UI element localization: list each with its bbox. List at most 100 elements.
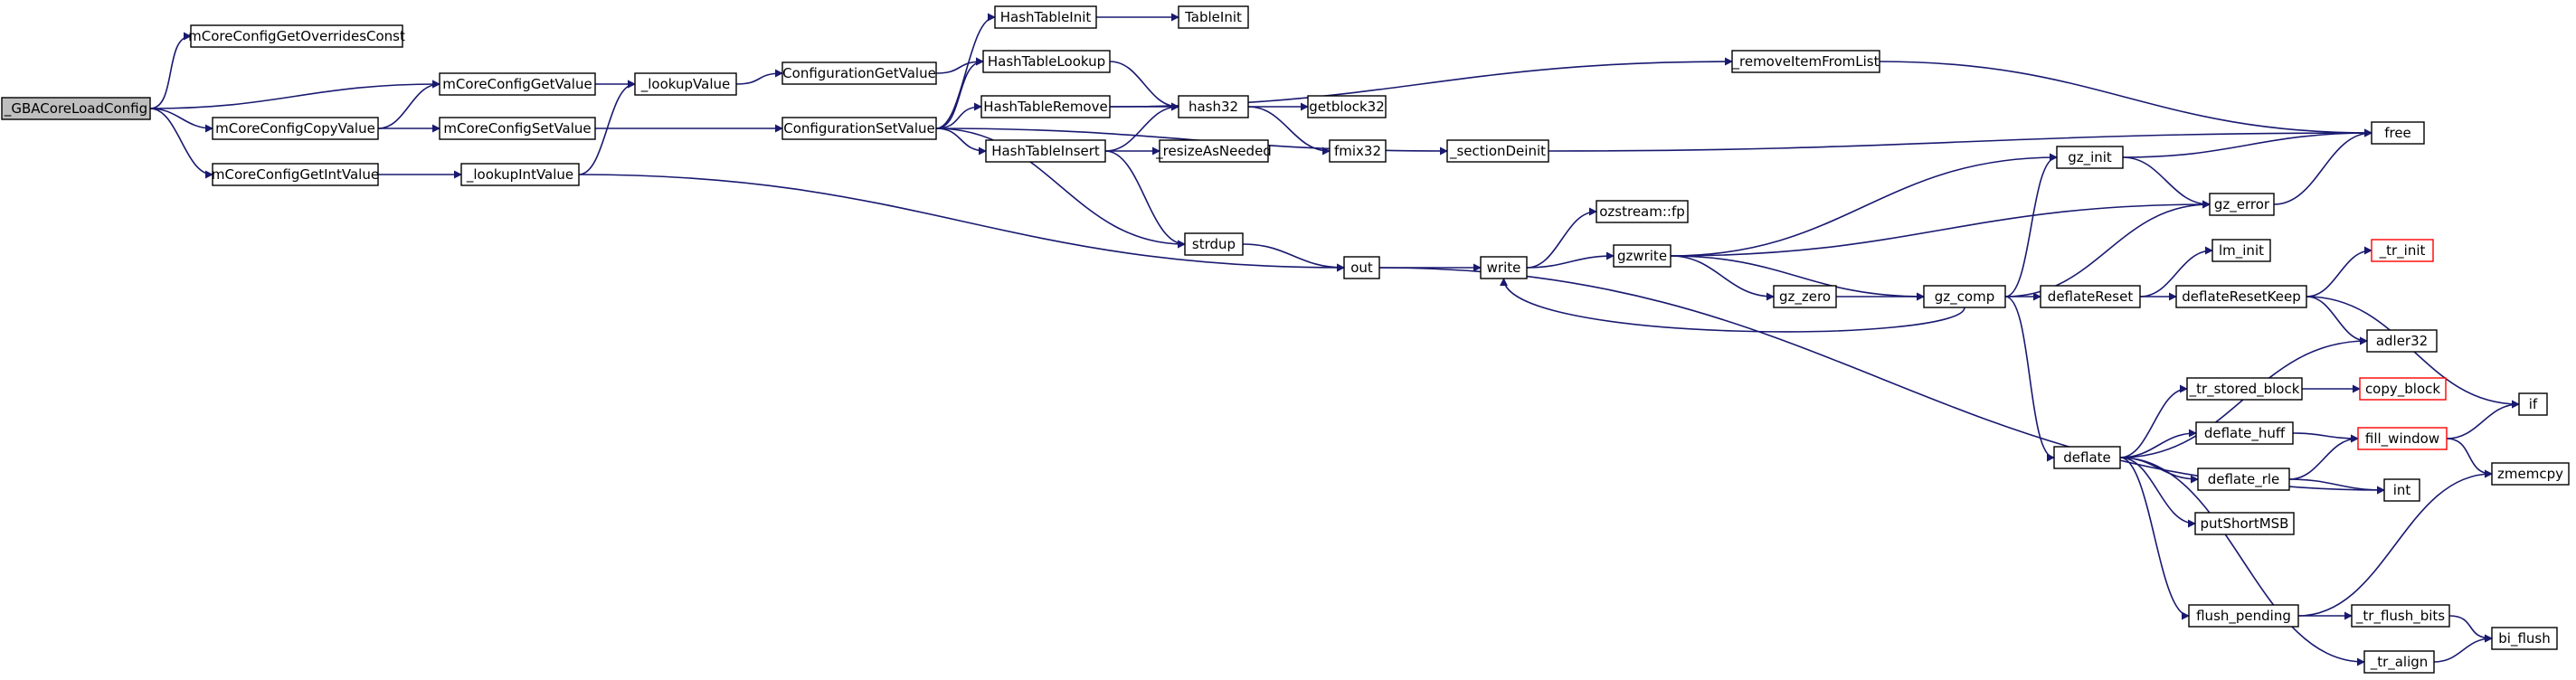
node-overrides[interactable]: mCoreConfigGetOverridesConst bbox=[188, 24, 405, 48]
node-flushpending[interactable]: flush_pending bbox=[2188, 604, 2299, 628]
node-lminit[interactable]: lm_init bbox=[2211, 239, 2271, 262]
node-box bbox=[1596, 200, 1689, 223]
node-box bbox=[985, 139, 1106, 163]
node-fillwindow[interactable]: fill_window bbox=[2357, 427, 2448, 450]
node-deflatereset[interactable]: deflateReset bbox=[2040, 285, 2141, 308]
node-strdup[interactable]: strdup bbox=[1184, 232, 1244, 256]
node-htlookup[interactable]: HashTableLookup bbox=[982, 50, 1111, 73]
node-if[interactable]: if bbox=[2518, 392, 2548, 416]
node-htinsert[interactable]: HashTableInsert bbox=[985, 139, 1106, 163]
node-deflaterle[interactable]: deflate_rle bbox=[2197, 468, 2290, 491]
node-gzcomp[interactable]: gz_comp bbox=[1923, 285, 2006, 308]
node-gzzero[interactable]: gz_zero bbox=[1773, 285, 1837, 308]
node-resize[interactable]: _resizeAsNeeded bbox=[1155, 139, 1272, 163]
node-label: gz_error bbox=[2214, 196, 2270, 213]
node-biflush[interactable]: bi_flush bbox=[2491, 627, 2558, 650]
node-gzwrite[interactable]: gzwrite bbox=[1613, 244, 1672, 268]
node-label: HashTableInsert bbox=[991, 143, 1100, 159]
node-getvalue[interactable]: mCoreConfigGetValue bbox=[439, 72, 596, 96]
node-label: out bbox=[1350, 260, 1373, 276]
node-box bbox=[1307, 95, 1387, 118]
node-box bbox=[2491, 627, 2558, 650]
node-zmemcpy[interactable]: zmemcpy bbox=[2491, 462, 2570, 486]
node-box bbox=[1178, 5, 1249, 29]
node-out[interactable]: out bbox=[1343, 256, 1380, 279]
node-gzerror[interactable]: gz_error bbox=[2209, 193, 2275, 216]
node-box bbox=[2188, 604, 2299, 628]
node-label: int bbox=[2393, 482, 2411, 498]
node-int[interactable]: int bbox=[2383, 478, 2420, 502]
edge-htinsert-to-hash32 bbox=[1104, 102, 1179, 152]
node-label: _sectionDeinit bbox=[1449, 143, 1546, 160]
node-write[interactable]: write bbox=[1480, 256, 1528, 279]
node-box bbox=[1184, 232, 1244, 256]
edge-copyvalue-to-getvalue bbox=[377, 80, 440, 129]
node-label: fill_window bbox=[2365, 430, 2439, 448]
node-cfggetvalue[interactable]: ConfigurationGetValue bbox=[781, 61, 937, 85]
node-label: gz_comp bbox=[1935, 288, 1994, 306]
edge-write-to-ozfp bbox=[1526, 207, 1597, 269]
node-getint[interactable]: mCoreConfigGetIntValue bbox=[212, 163, 379, 186]
node-label: ConfigurationGetValue bbox=[782, 65, 936, 81]
node-label: _lookupValue bbox=[640, 76, 730, 93]
node-ozfp[interactable]: ozstream::fp bbox=[1596, 200, 1689, 223]
node-box bbox=[439, 72, 596, 96]
node-label: deflate_huff bbox=[2204, 425, 2286, 442]
edge-deflate-to-trstored bbox=[2119, 384, 2188, 458]
node-copyblock[interactable]: copy_block bbox=[2359, 377, 2447, 401]
edge-cfgsetvalue-to-strdup bbox=[935, 128, 1186, 249]
edge-deflaterle-to-int bbox=[2288, 478, 2385, 495]
node-box bbox=[1446, 139, 1549, 163]
node-box bbox=[190, 24, 403, 48]
node-box bbox=[2186, 377, 2303, 401]
edge-write-to-gzwrite bbox=[1526, 251, 1615, 269]
node-removeitem[interactable]: _removeItemFromList bbox=[1731, 50, 1880, 73]
edge-fillwindow-to-zmemcpy bbox=[2446, 438, 2493, 478]
node-label: _tr_flush_bits bbox=[2355, 608, 2445, 625]
node-label: _lookupIntValue bbox=[466, 166, 573, 184]
node-hash32[interactable]: hash32 bbox=[1178, 95, 1249, 118]
node-label: mCoreConfigGetValue bbox=[442, 76, 592, 92]
node-deflateresetkeep[interactable]: deflateResetKeep bbox=[2175, 285, 2307, 308]
node-lookupvalue[interactable]: _lookupValue bbox=[634, 72, 737, 96]
edge-deflateresetkeep-to-trinit bbox=[2306, 246, 2372, 298]
node-fmix32[interactable]: fmix32 bbox=[1329, 139, 1387, 163]
node-label: _tr_init bbox=[2379, 242, 2426, 260]
node-getblock32[interactable]: getblock32 bbox=[1307, 95, 1387, 118]
edge-cfgsetvalue-to-htinsert bbox=[935, 128, 987, 156]
node-tralign[interactable]: _tr_align bbox=[2363, 650, 2435, 674]
node-trstored[interactable]: _tr_stored_block bbox=[2186, 377, 2303, 401]
node-label: mCoreConfigCopyValue bbox=[215, 120, 375, 137]
edge-gzwrite-to-gzerror bbox=[1670, 200, 2211, 257]
node-box bbox=[2195, 421, 2294, 445]
node-label: copy_block bbox=[2365, 381, 2440, 398]
edge-gzwrite-to-gzzero bbox=[1670, 255, 1775, 301]
node-setvalue[interactable]: mCoreConfigSetValue bbox=[439, 117, 596, 140]
node-deflate[interactable]: deflate bbox=[2053, 446, 2121, 469]
node-tableinit[interactable]: TableInit bbox=[1178, 5, 1249, 29]
node-box bbox=[2209, 193, 2275, 216]
node-gzinit[interactable]: gz_init bbox=[2056, 146, 2124, 169]
node-trflushbits[interactable]: _tr_flush_bits bbox=[2351, 604, 2450, 628]
node-deflatehuff[interactable]: deflate_huff bbox=[2195, 421, 2294, 445]
node-trinit[interactable]: _tr_init bbox=[2371, 239, 2434, 262]
node-copyvalue[interactable]: mCoreConfigCopyValue bbox=[212, 117, 379, 140]
edge-deflateresetkeep-to-adler32 bbox=[2306, 296, 2368, 345]
node-htinit[interactable]: HashTableInit bbox=[994, 5, 1097, 29]
edge-deflate-to-flushpending bbox=[2119, 457, 2190, 620]
node-free[interactable]: free bbox=[2371, 121, 2425, 145]
node-htremove[interactable]: HashTableRemove bbox=[980, 95, 1111, 118]
node-sectiondeinit[interactable]: _sectionDeinit bbox=[1446, 139, 1549, 163]
node-putshort[interactable]: putShortMSB bbox=[2194, 512, 2295, 535]
node-box bbox=[634, 72, 737, 96]
node-label: bi_flush bbox=[2498, 630, 2550, 647]
node-box bbox=[781, 61, 937, 85]
node-box bbox=[1343, 256, 1380, 279]
node-label: mCoreConfigGetIntValue bbox=[212, 166, 379, 183]
node-adler32[interactable]: adler32 bbox=[2366, 329, 2438, 353]
node-root[interactable]: _GBACoreLoadConfig bbox=[1, 97, 151, 120]
node-cfgsetvalue[interactable]: ConfigurationSetValue bbox=[781, 117, 937, 140]
edge-deflate-to-deflatehuff bbox=[2119, 429, 2197, 458]
node-lookupint[interactable]: _lookupIntValue bbox=[460, 163, 580, 186]
edge-cfgsetvalue-to-htinit bbox=[935, 13, 996, 129]
